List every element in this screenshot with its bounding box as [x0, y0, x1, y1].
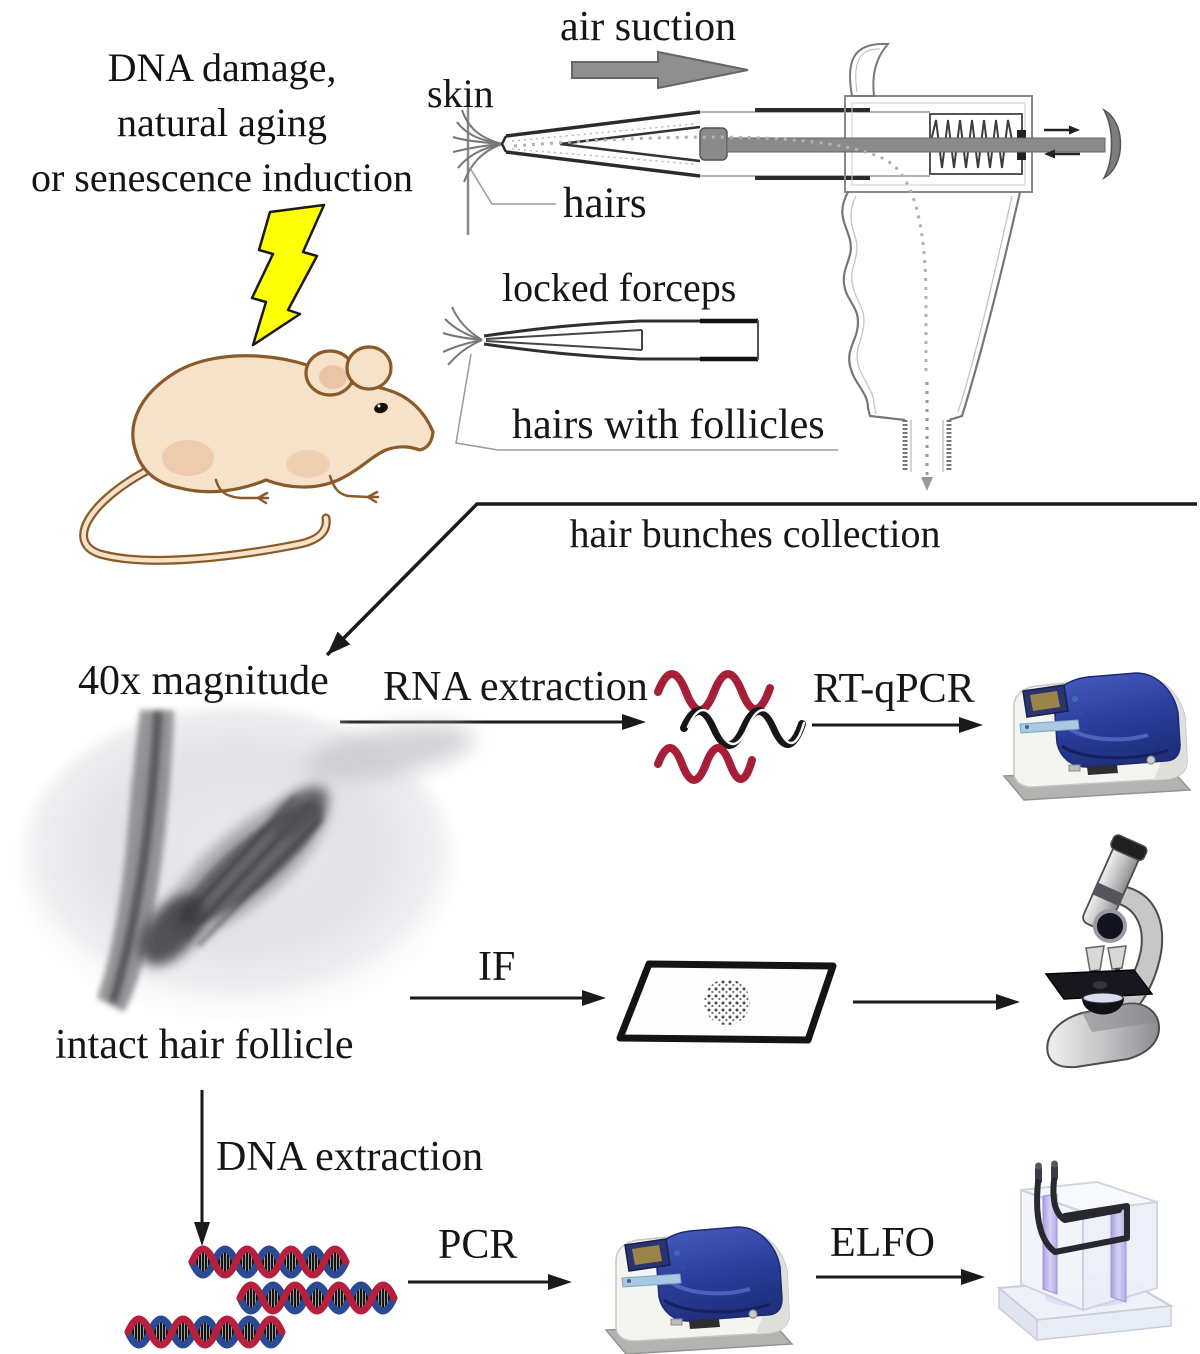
induction-title-line1: DNA damage,	[107, 45, 337, 90]
dna-helix-icon	[128, 1249, 394, 1345]
hair-suction-gun-illustration	[452, 42, 1122, 491]
rtqpcr-machine-icon	[1002, 671, 1192, 802]
induction-title-line3: or senescence induction	[30, 155, 414, 200]
flow-arrow-rt-qpcr	[812, 717, 983, 733]
flow-arrow-elfo	[816, 1269, 985, 1285]
lightning-bolt-icon	[250, 203, 326, 347]
microscope-slide-icon	[616, 960, 837, 1044]
microscope-icon	[1044, 834, 1164, 1069]
hairs-with-follicles-label: hairs with follicles	[512, 402, 825, 448]
pcr-label: PCR	[438, 1222, 518, 1268]
intact-hair-follicle-label: intact hair follicle	[55, 1022, 354, 1068]
locked-forceps-illustration	[442, 306, 838, 451]
flow-arrow-rna-extraction	[340, 714, 646, 730]
locked-forceps-label: locked forceps	[502, 265, 737, 310]
mouse-illustration	[79, 345, 435, 565]
flow-arrow-dna-extraction	[194, 1090, 210, 1246]
induction-title-line2: natural aging	[117, 100, 327, 145]
hair-bunches-collection-label: hair bunches collection	[569, 511, 941, 556]
rna-strands-icon	[654, 670, 806, 784]
if-label: IF	[478, 944, 516, 990]
rt-qpcr-label: RT-qPCR	[813, 666, 975, 712]
pcr-machine-icon	[604, 1225, 794, 1354]
dna-extraction-label: DNA extraction	[216, 1134, 484, 1180]
air-suction-label: air suction	[560, 4, 737, 50]
follicle-micrograph	[18, 708, 474, 1020]
flow-arrow-hair-bunches	[325, 502, 1197, 657]
rna-extraction-label: RNA extraction	[383, 664, 648, 710]
elfo-label: ELFO	[830, 1220, 935, 1266]
air-suction-arrow	[571, 50, 749, 90]
flow-arrow-if	[410, 990, 606, 1006]
induction-title: DNA damage, natural aging or senescence …	[6, 40, 438, 205]
hairs-label: hairs	[563, 180, 647, 227]
skin-label: skin	[427, 71, 494, 116]
magnitude-label: 40x magnitude	[78, 658, 329, 704]
flow-arrow-pcr	[408, 1274, 572, 1290]
electrophoresis-tank-icon	[996, 1160, 1175, 1342]
flow-arrow-slide-to-microscope	[853, 994, 1020, 1010]
